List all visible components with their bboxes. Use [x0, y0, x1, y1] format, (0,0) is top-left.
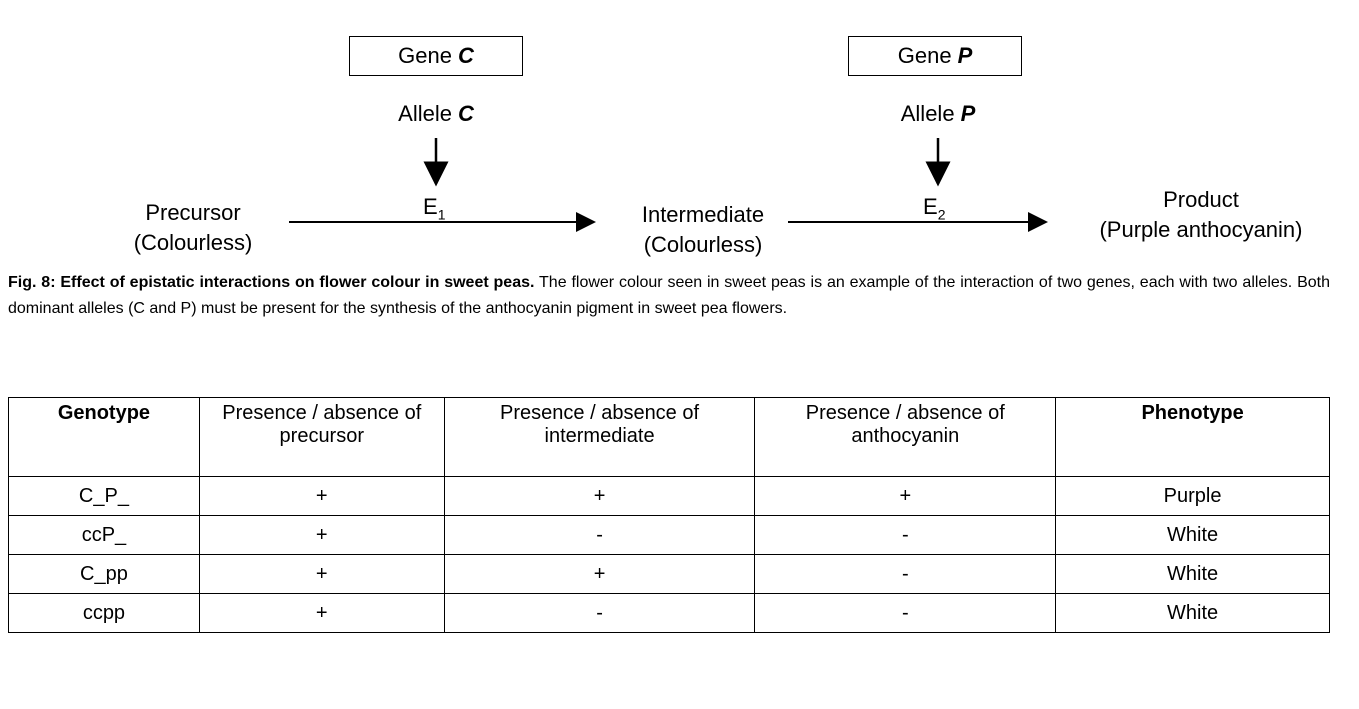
cell-phenotype: White [1055, 515, 1330, 555]
precursor-colour: (Colourless) [133, 230, 253, 255]
intermediate-colour: (Colourless) [643, 232, 763, 257]
cell-phenotype: White [1055, 593, 1330, 633]
gene-c-prefix: Gene [398, 43, 452, 68]
allele-p-letter: P [960, 101, 976, 126]
header-phenotype: Phenotype [1055, 397, 1330, 477]
product-colour: (Purple anthocyanin) [1099, 217, 1303, 242]
header-intermediate: Presence / absence of intermediate [443, 397, 756, 477]
table-row: C_P_ + + + Purple [8, 476, 1330, 516]
cell-anthocyanin: - [754, 554, 1057, 594]
intermediate-name: Intermediate [641, 202, 765, 227]
cell-genotype: C_P_ [8, 476, 200, 516]
cell-intermediate: + [443, 476, 756, 516]
enzyme-2-sub: 2 [937, 206, 946, 223]
caption-title: Fig. 8: Effect of epistatic interactions… [8, 274, 535, 291]
gene-p-prefix: Gene [897, 43, 952, 68]
precursor-node: Precursor (Colourless) [98, 198, 288, 258]
allele-c-letter: C [457, 101, 474, 126]
table-row: C_pp + + - White [8, 554, 1330, 594]
table-row: ccpp + - - White [8, 593, 1330, 633]
header-precursor: Presence / absence of precursor [198, 397, 445, 477]
header-anthocyanin: Presence / absence of anthocyanin [754, 397, 1057, 477]
cell-precursor: + [198, 554, 445, 594]
cell-anthocyanin: + [754, 476, 1057, 516]
cell-phenotype: White [1055, 554, 1330, 594]
cell-intermediate: - [443, 593, 756, 633]
gene-c-letter: C [457, 43, 474, 68]
allele-c-prefix: Allele [398, 101, 452, 126]
enzyme-2-label: E2 [923, 194, 945, 222]
header-genotype: Genotype [8, 397, 200, 477]
cell-precursor: + [198, 476, 445, 516]
cell-anthocyanin: - [754, 593, 1057, 633]
product-node: Product (Purple anthocyanin) [1056, 185, 1346, 245]
table-row: ccP_ + - - White [8, 515, 1330, 555]
precursor-name: Precursor [145, 200, 241, 225]
gene-p-letter: P [957, 43, 973, 68]
enzyme-1-sub: 1 [437, 206, 446, 223]
cell-phenotype: Purple [1055, 476, 1330, 516]
cell-genotype: C_pp [8, 554, 200, 594]
cell-intermediate: + [443, 554, 756, 594]
enzyme-1-base: E [423, 194, 438, 219]
cell-precursor: + [198, 593, 445, 633]
cell-precursor: + [198, 515, 445, 555]
caption-text: The flower colour seen in sweet peas is … [8, 274, 1331, 317]
genotype-table: Genotype Presence / absence of precursor… [8, 397, 1330, 633]
enzyme-2-base: E [923, 194, 938, 219]
cell-genotype: ccP_ [8, 515, 200, 555]
cell-anthocyanin: - [754, 515, 1057, 555]
cell-intermediate: - [443, 515, 756, 555]
table-header-row: Genotype Presence / absence of precursor… [8, 397, 1330, 477]
figure-caption: Fig. 8: Effect of epistatic interactions… [8, 270, 1330, 322]
enzyme-1-label: E1 [423, 194, 445, 222]
product-name: Product [1163, 187, 1239, 212]
cell-genotype: ccpp [8, 593, 200, 633]
intermediate-node: Intermediate (Colourless) [608, 200, 798, 260]
allele-p-prefix: Allele [900, 101, 955, 126]
